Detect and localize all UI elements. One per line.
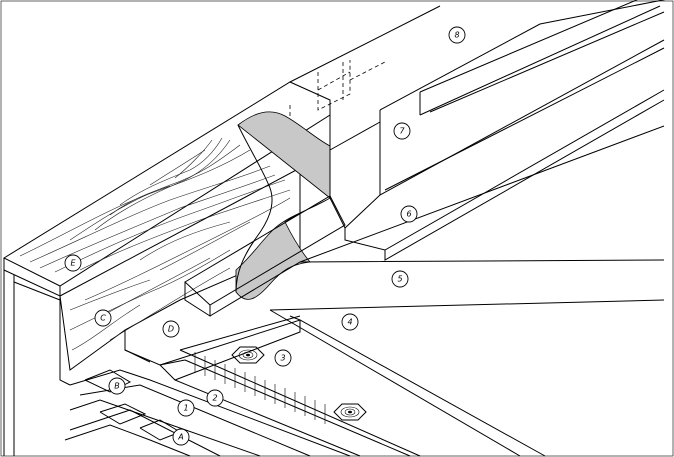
fastener-washer-2 — [333, 403, 367, 421]
label-3: 3 — [274, 349, 292, 367]
sealant-bead — [235, 111, 331, 300]
svg-text:6: 6 — [406, 210, 411, 219]
sealant-fill — [235, 111, 331, 300]
svg-text:A: A — [177, 433, 183, 442]
svg-text:8: 8 — [454, 31, 459, 40]
svg-text:D: D — [168, 325, 174, 334]
membrane-layers — [179, 125, 665, 457]
svg-text:5: 5 — [397, 275, 402, 284]
label-8: 8 — [448, 26, 466, 44]
label-5: 5 — [391, 270, 409, 288]
left-post — [3, 270, 61, 456]
flashing — [329, 89, 665, 261]
cant-strip — [184, 195, 346, 317]
label-1: 1 — [177, 399, 195, 417]
svg-text:4: 4 — [347, 318, 352, 327]
label-7: 7 — [393, 122, 411, 140]
label-E: E — [64, 254, 82, 272]
label-4: 4 — [341, 313, 359, 331]
svg-text:E: E — [70, 259, 76, 268]
svg-text:7: 7 — [399, 127, 405, 136]
svg-text:1: 1 — [183, 404, 188, 413]
coping-cap — [289, 0, 666, 196]
svg-text:2: 2 — [212, 394, 217, 403]
label-A: A — [172, 428, 190, 446]
svg-text:B: B — [114, 382, 120, 391]
label-2: 2 — [206, 389, 224, 407]
label-B: B — [108, 377, 126, 395]
label-D: D — [162, 320, 180, 338]
label-C: C — [94, 309, 112, 327]
lower-layers — [64, 330, 351, 457]
svg-text:3: 3 — [280, 354, 285, 363]
label-6: 6 — [400, 205, 418, 223]
svg-text:C: C — [100, 314, 106, 323]
insulation-board — [159, 319, 361, 457]
fastener-washer-1 — [231, 346, 265, 364]
